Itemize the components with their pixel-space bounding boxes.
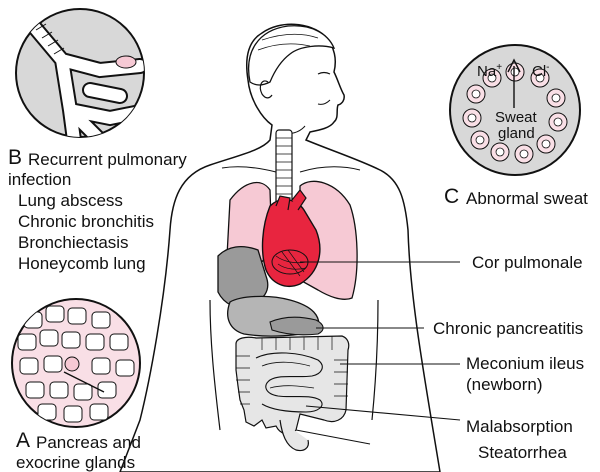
label-malabsorption: Malabsorption: [466, 417, 573, 436]
inset-c-letter: C: [444, 185, 460, 208]
inset-a-letter: A: [16, 429, 31, 452]
secretion-arrow: [507, 58, 521, 108]
ear: [259, 80, 273, 99]
label-meconium-ileus: Meconium ileus: [466, 354, 585, 373]
label-steatorrhea: Steatorrhea: [478, 443, 567, 462]
trachea: [275, 129, 293, 211]
inset-b-item-4: Honeycomb lung: [18, 254, 146, 273]
ion-chloride: Cl-: [532, 62, 550, 80]
inset-c-title: Abnormal sweat: [466, 189, 588, 208]
inset-a-pancreas: [11, 298, 141, 428]
liver: [217, 245, 269, 308]
inset-c-sweat-gland: [449, 44, 581, 176]
label-meconium-newborn: (newborn): [466, 375, 543, 394]
inset-b-letter: B: [8, 146, 23, 169]
large-intestine: [235, 335, 350, 435]
hair: [248, 25, 336, 86]
inset-b-item-2: Chronic bronchitis: [18, 212, 155, 231]
inset-b-item-1: Lung abscess: [18, 191, 123, 210]
inset-a-title-line1: Pancreas and: [36, 433, 141, 452]
inset-b-title-line1: Recurrent pulmonary: [28, 150, 187, 169]
small-intestine: [255, 352, 323, 413]
sweat-gland-line2: gland: [498, 125, 535, 142]
inset-b-item-3: Bronchiectasis: [18, 233, 129, 252]
callout-lines: [295, 261, 461, 445]
eye: [317, 71, 331, 75]
heart: [261, 189, 321, 288]
inset-b-title-line2: infection: [8, 170, 72, 189]
sweat-gland-line1: Sweat: [495, 109, 537, 126]
inset-b-bronchi: [15, 8, 145, 138]
label-chronic-pancreatitis: Chronic pancreatitis: [433, 319, 584, 338]
label-cor-pulmonale: Cor pulmonale: [472, 253, 583, 272]
rectum: [279, 419, 309, 452]
pancreas: [269, 316, 324, 336]
inset-a-title-line2: exocrine glands: [16, 453, 136, 472]
ion-sodium: Na+: [477, 62, 503, 80]
